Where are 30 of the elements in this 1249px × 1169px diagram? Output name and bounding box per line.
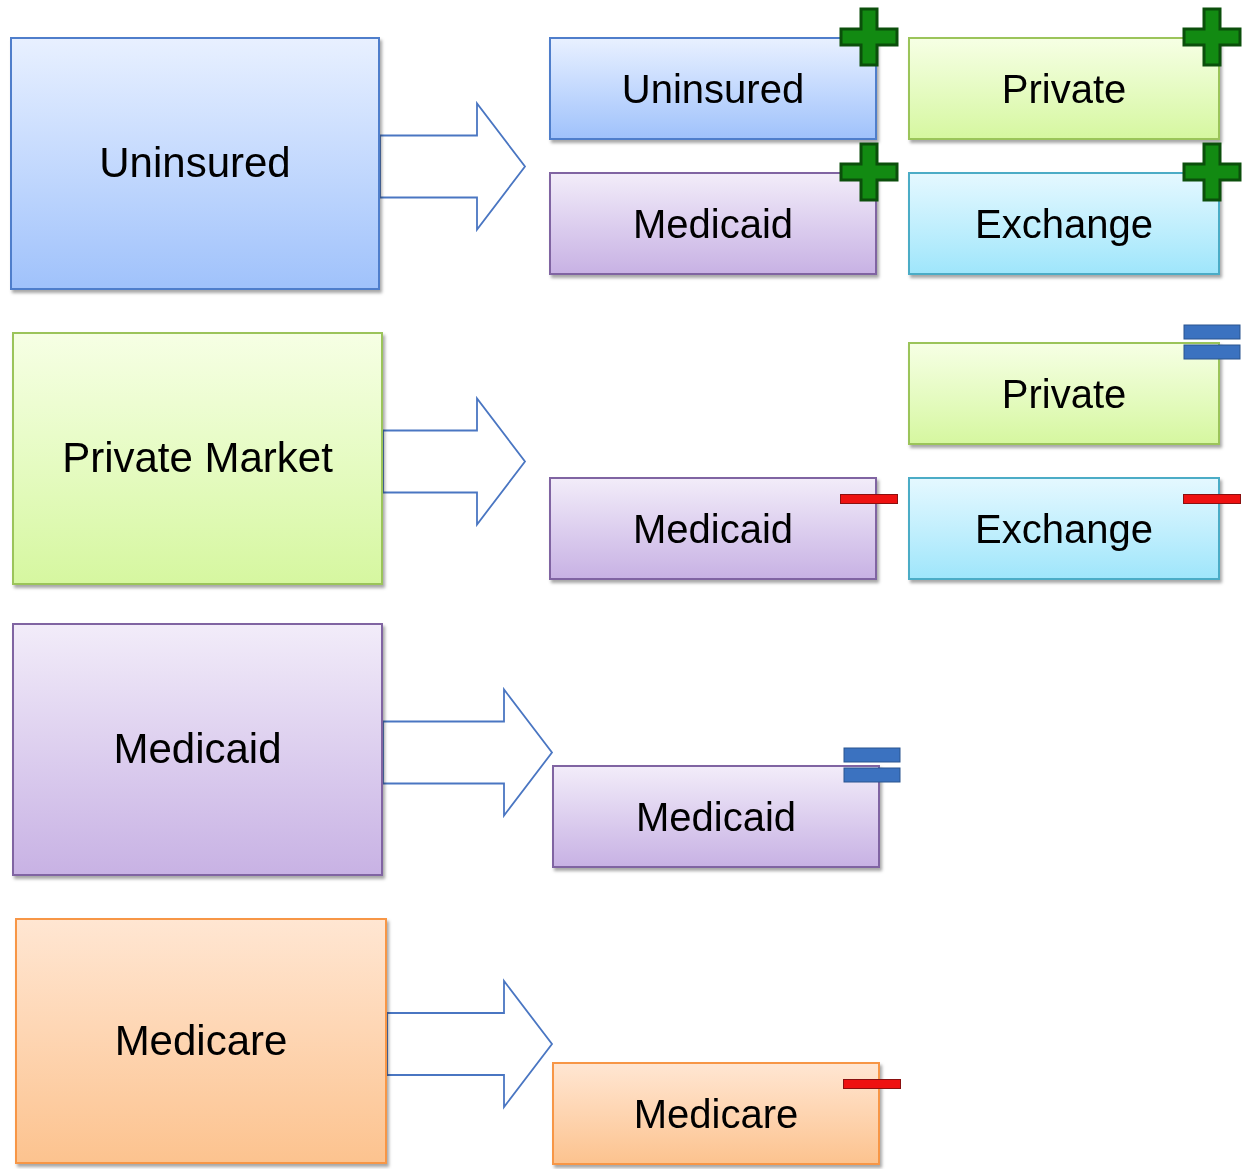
box-label: Private <box>1001 370 1127 418</box>
category-box <box>908 477 1220 580</box>
box-label: Private Market <box>62 433 333 484</box>
category-box <box>12 623 383 876</box>
block-arrow <box>382 395 527 528</box>
category-box <box>15 918 387 1164</box>
category-box <box>908 172 1220 275</box>
category-box <box>10 37 380 290</box>
block-arrow <box>382 686 554 819</box>
box-label: Uninsured <box>621 65 805 113</box>
block-arrow <box>379 100 527 233</box>
category-box <box>549 172 877 275</box>
box-label: Private <box>1001 65 1127 113</box>
box-label: Exchange <box>975 200 1153 248</box>
box-label: Medicaid <box>635 793 797 841</box>
box-label: Medicaid <box>113 724 282 775</box>
category-box <box>549 37 877 140</box>
category-box <box>552 1062 880 1165</box>
box-label: Uninsured <box>99 138 291 189</box>
block-arrow <box>386 978 554 1110</box>
category-box <box>908 37 1220 140</box>
category-box <box>12 332 383 585</box>
box-label: Medicaid <box>632 505 794 553</box>
box-label: Exchange <box>975 505 1153 553</box>
category-box <box>908 342 1220 445</box>
category-box <box>552 765 880 868</box>
category-box <box>549 477 877 580</box>
box-label: Medicare <box>633 1090 799 1138</box>
box-label: Medicare <box>114 1015 288 1066</box>
box-label: Medicaid <box>632 200 794 248</box>
